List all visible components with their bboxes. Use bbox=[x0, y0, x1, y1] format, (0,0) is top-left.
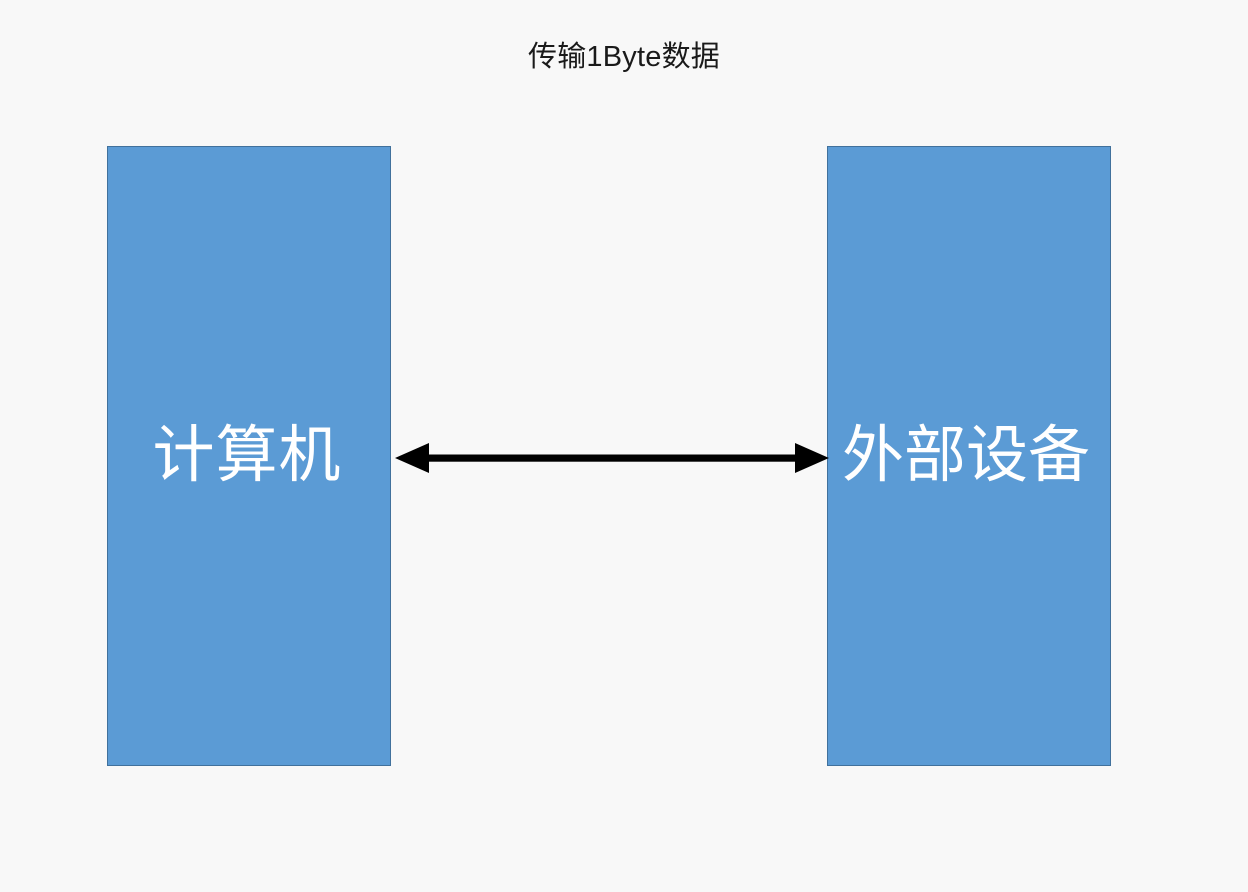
connector-double-arrow[interactable] bbox=[392, 438, 832, 480]
node-peripheral-label: 外部设备 bbox=[841, 421, 1090, 490]
node-peripheral[interactable]: 外部设备 bbox=[827, 146, 1111, 766]
node-computer[interactable]: 计算机 bbox=[107, 146, 391, 766]
node-computer-label: 计算机 bbox=[152, 421, 342, 490]
page-title: 传输1Byte数据 bbox=[528, 41, 720, 73]
double-headed-arrow-icon bbox=[395, 443, 829, 473]
